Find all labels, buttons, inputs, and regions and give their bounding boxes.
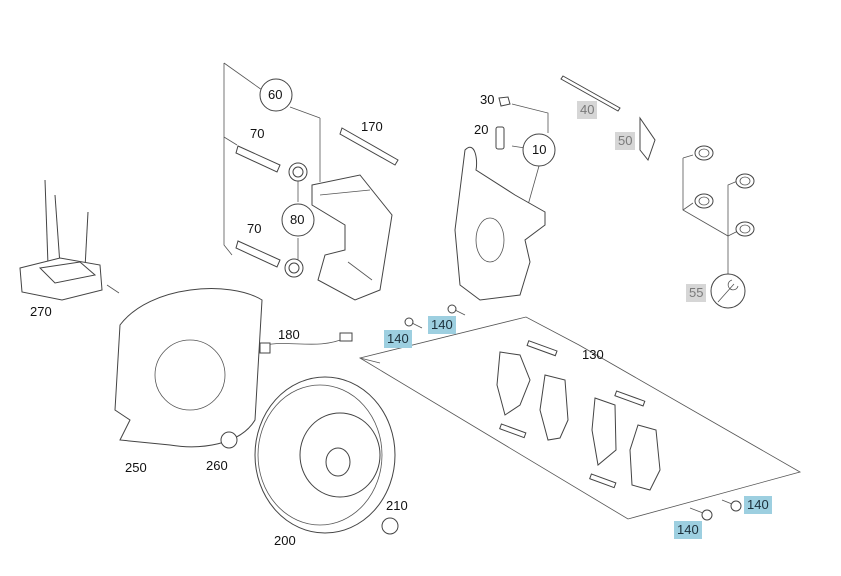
callout-10[interactable]: 10 — [532, 142, 547, 157]
callout-70-upper[interactable]: 70 — [250, 126, 265, 141]
part-60-caliper-carrier — [235, 78, 399, 301]
part-40-50-pin-spring — [560, 75, 656, 162]
callout-270[interactable]: 270 — [30, 304, 52, 319]
callout-170[interactable]: 170 — [361, 119, 383, 134]
callout-40[interactable]: 40 — [577, 101, 598, 119]
callout-140-b[interactable]: 140 — [428, 316, 456, 334]
callout-20[interactable]: 20 — [474, 122, 489, 137]
part-140-bolts — [404, 304, 742, 521]
callout-180[interactable]: 180 — [278, 327, 300, 342]
part-180-wear-sensor — [259, 332, 353, 354]
part-200-brake-disc — [254, 376, 399, 535]
part-10-brake-caliper — [454, 96, 556, 301]
callout-140-d[interactable]: 140 — [744, 496, 772, 514]
part-55-seal-kit — [694, 145, 755, 309]
callout-140-c[interactable]: 140 — [674, 521, 702, 539]
callout-210[interactable]: 210 — [386, 498, 408, 513]
callout-50[interactable]: 50 — [615, 132, 636, 150]
callout-60[interactable]: 60 — [268, 87, 283, 102]
callout-200[interactable]: 200 — [274, 533, 296, 548]
callout-80[interactable]: 80 — [290, 212, 305, 227]
callout-70-lower[interactable]: 70 — [247, 221, 262, 236]
part-270-bracket — [19, 179, 103, 301]
callout-260[interactable]: 260 — [206, 458, 228, 473]
part-250-dust-shield — [114, 288, 263, 449]
callout-30[interactable]: 30 — [480, 92, 495, 107]
callout-140-a[interactable]: 140 — [384, 330, 412, 348]
callout-130[interactable]: 130 — [582, 347, 604, 362]
part-130-brake-pad-set — [496, 340, 661, 491]
callout-250[interactable]: 250 — [125, 460, 147, 475]
callout-55[interactable]: 55 — [686, 284, 707, 302]
